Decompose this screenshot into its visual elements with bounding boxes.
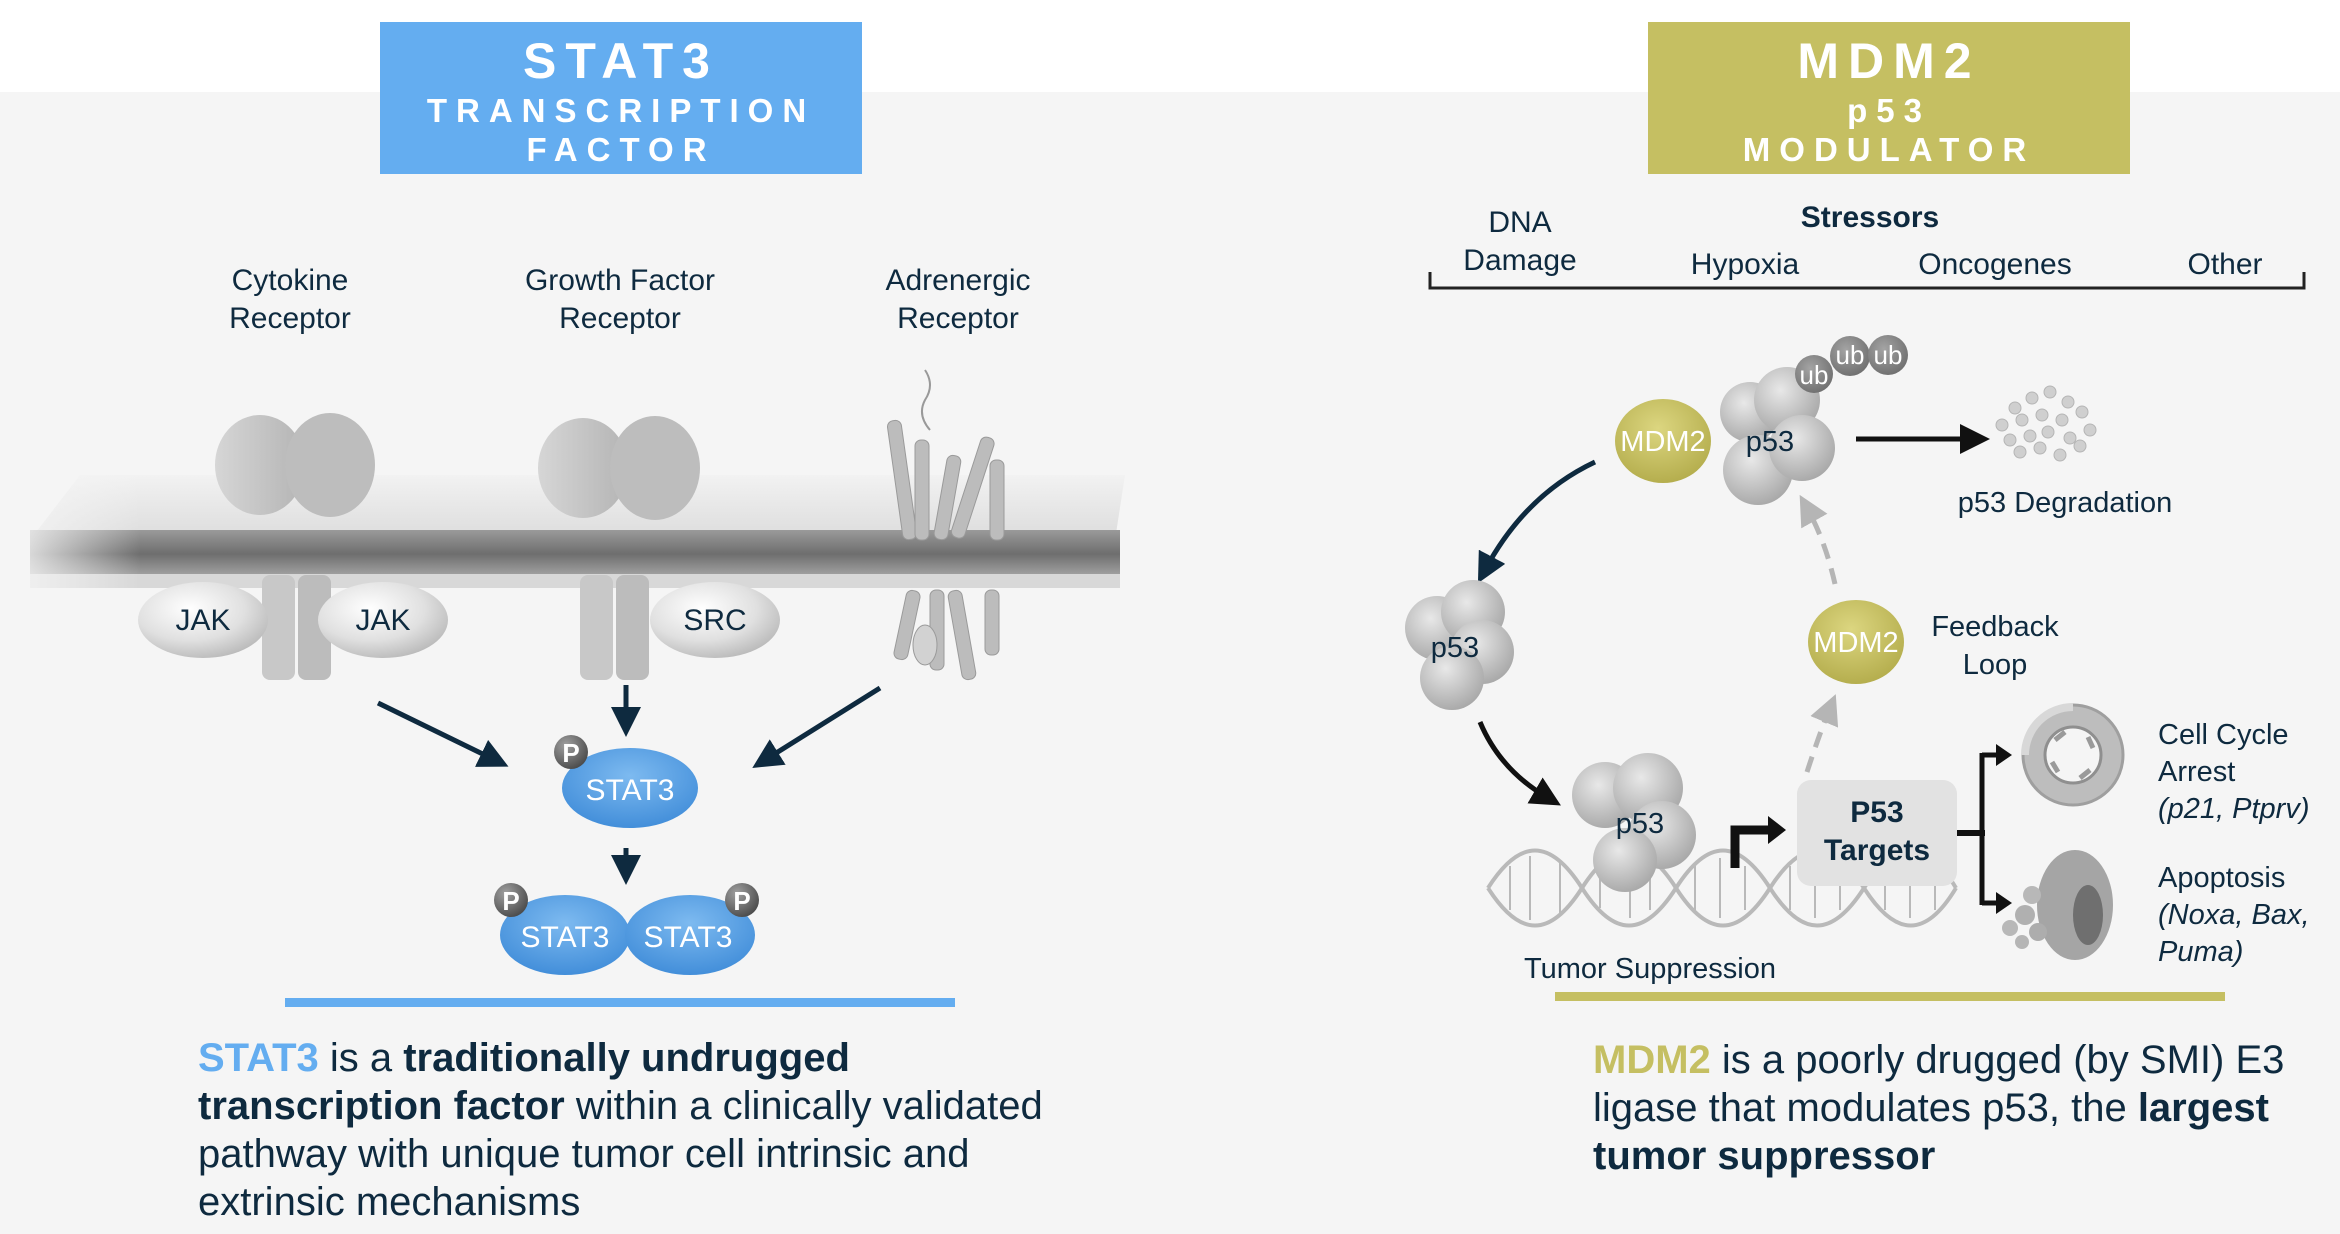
stressor-dna-damage: DNA Damage [1445,204,1595,280]
feedback-loop-label: Loop [1963,649,2028,681]
phosphate-label: P [562,738,579,768]
stat3-header: STAT3 TRANSCRIPTION FACTOR [380,22,862,174]
receptor-label-line: Cytokine [231,264,349,297]
src-kinase: SRC [650,582,780,658]
receptor-label-line: Adrenergic [885,264,1031,297]
jak-label: JAK [355,604,410,637]
stat3-summary-text: is a [318,1036,404,1080]
phosphate-icon: P [725,883,759,917]
p53-targets-label: P53 [1850,796,1904,829]
ubiquitin-label: ub [1836,340,1865,370]
mdm2-p53-ubiquitin-complex: ub ub ub MDM2 p53 [1615,335,1908,505]
stressor-label-line: Damage [1463,244,1577,277]
phosphate-icon: P [494,883,528,917]
stat3-divider [285,998,955,1007]
mdm2-label: MDM2 [1813,627,1898,659]
outcome-cell-cycle-genes: (p21, Ptprv) [2158,793,2310,825]
arrow-targets-to-mdm2 [1804,694,1839,773]
mdm2-header-subtitle-2: MODULATOR [1742,131,2036,168]
targets-branch-arrows [1957,744,2012,914]
jak-kinase-right: JAK [318,582,448,658]
stat3-label: STAT3 [586,774,675,807]
receptor-label-growth-factor: Growth Factor Receptor [500,262,740,338]
stressor-other: Other [2187,248,2263,281]
stat3-pathway-illustration: JAK JAK SRC STAT3 P [0,369,1170,975]
p53-label: p53 [1616,808,1664,840]
stat3-phosphorylated-monomer: STAT3 P [554,735,698,828]
receptor-label-line: Receptor [559,302,681,335]
outcome-cell-cycle-label: Arrest [2158,756,2235,788]
stat3-summary: STAT3 is a traditionally undrugged trans… [198,1034,1098,1226]
stat3-header-subtitle-2: FACTOR [526,131,716,168]
stat3-dimer: STAT3 STAT3 P P [494,883,759,975]
receptor-label-cytokine: Cytokine Receptor [190,262,390,338]
mdm2-summary: MDM2 is a poorly drugged (by SMI) E3 lig… [1593,1036,2293,1180]
ubiquitin-chain: ub ub ub [1795,335,1908,393]
degraded-p53-fragments-icon [1995,385,2097,462]
mdm2-p53-pathway-illustration: ub ub ub MDM2 p53 p53 Degradation p53 [1405,272,2310,985]
p53-targets-box: P53 Targets [1797,780,1957,886]
src-label: SRC [683,604,746,637]
cell-cycle-arrest-icon [2021,703,2125,807]
mdm2-summary-highlight: MDM2 [1593,1038,1711,1082]
cytokine-receptor-icon [215,413,375,680]
stat3-label: STAT3 [644,921,733,954]
mdm2-header-title: MDM2 [1797,33,1981,89]
p53-degradation-label: p53 Degradation [1958,487,2172,519]
adrenergic-receptor-icon [886,369,1005,681]
feedback-loop-label: Feedback [1931,611,2059,643]
arrow-adrenergic-to-stat3 [752,685,882,768]
stat3-header-subtitle-1: TRANSCRIPTION [426,92,816,129]
arrow-jak-to-stat3 [376,700,509,767]
stat3-header-title: STAT3 [523,33,719,89]
phosphate-icon: P [554,735,588,769]
p53-targets-label: Targets [1823,834,1931,867]
mdm2-header: MDM2 p53 MODULATOR [1648,22,2130,174]
feedback-mdm2: MDM2 [1808,600,1904,684]
receptor-label-line: Receptor [229,302,351,335]
phosphate-label: P [502,886,519,916]
growth-factor-receptor-icon [538,416,700,680]
stressor-hypoxia: Hypoxia [1690,248,1800,281]
stat3-summary-emphasis: traditionally undrugged transcription fa… [198,1036,850,1128]
panel-background [0,92,2340,1234]
stat3-summary-highlight: STAT3 [198,1036,319,1080]
dna-bound-p53-tetramer: p53 [1572,753,1696,892]
tumor-suppression-label: Tumor Suppression [1524,953,1776,985]
free-p53-tetramer: p53 [1405,580,1514,710]
mdm2-summary-emphasis: largest tumor suppressor [1593,1086,2269,1178]
outcome-apoptosis-genes: (Noxa, Bax, [2158,899,2310,931]
transcription-start-arrowhead [1768,816,1786,844]
stressors-title: Stressors [1800,201,1940,234]
phosphate-label: P [733,886,750,916]
p53-label: p53 [1746,426,1794,458]
receptor-label-adrenergic: Adrenergic Receptor [858,262,1058,338]
arrow-release-p53 [1477,459,1597,584]
p53-label: p53 [1431,632,1479,664]
jak-label: JAK [175,604,230,637]
stressors-bracket [1428,272,2306,290]
stressor-label-line: DNA [1488,206,1552,239]
ubiquitin-label: ub [1800,360,1829,390]
mdm2-header-subtitle-1: p53 [1847,92,1931,129]
arrow-mdm2-feedback [1799,494,1838,585]
transcription-start-arrow [1730,825,1770,868]
arrow-to-dna-binding [1477,721,1561,806]
receptor-label-line: Receptor [897,302,1019,335]
mdm2-divider [1555,992,2225,1001]
mdm2-label: MDM2 [1620,426,1705,458]
stressor-oncogenes: Oncogenes [1918,248,2072,281]
outcome-apoptosis-genes: Puma) [2158,936,2243,968]
jak-kinase-left: JAK [138,582,268,658]
mdm2-summary-text: is a poorly drugged (by SMI) E3 ligase t… [1593,1038,2285,1130]
stat3-label: STAT3 [521,921,610,954]
outcome-cell-cycle-label: Cell Cycle [2158,719,2289,751]
apoptosis-icon [2002,850,2113,960]
outcome-apoptosis-label: Apoptosis [2158,862,2285,894]
receptor-label-line: Growth Factor [524,264,716,297]
ubiquitin-label: ub [1874,340,1903,370]
stat3-summary-text: within a clinically validated pathway wi… [198,1084,1043,1224]
